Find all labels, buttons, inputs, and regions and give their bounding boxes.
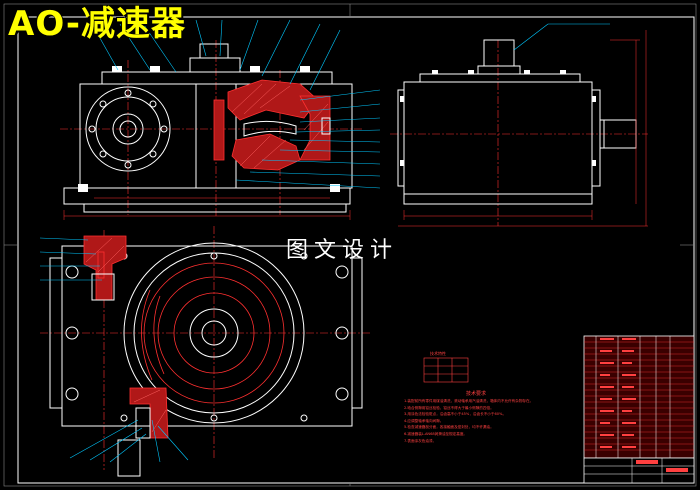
requirement-line: 2.啮合侧隙用铅丝检验，铅丝不得大于最小侧隙的四倍。 [404, 405, 494, 410]
technical-requirements-title: 技术要求 [466, 391, 487, 397]
requirement-line: 5.检查减速器剖分面，各接触面及密封处，均不许漏油。 [404, 425, 494, 430]
spec-table-title: 技术特性 [430, 351, 446, 356]
requirement-line: 3.用涂色法检验斑点，沿齿高不小于45%，沿齿长不小于60%。 [404, 412, 507, 417]
side-view-icon [390, 23, 648, 227]
front-section-view-icon [60, 19, 381, 220]
drawing-frame-icon [3, 3, 697, 487]
parts-list-icon [583, 335, 695, 484]
requirement-line: 6.减速器装L-AN68润滑油至规定高度。 [404, 431, 468, 436]
spec-table-icon [423, 357, 469, 383]
requirement-line: 7.表面涂灰色油漆。 [404, 438, 437, 443]
watermark-text: 图文设计 [286, 238, 399, 263]
requirement-line: 4.应调整轴承轴向间隙。 [404, 418, 444, 423]
top-section-view-icon [39, 226, 370, 477]
technical-requirements: 1.装配前所有零件用煤油清洗，滚动轴承用汽油清洗，箱体内不允许有杂物存在。 2.… [404, 398, 574, 444]
drawing-title: AO-减速器 [8, 4, 186, 44]
requirement-line: 1.装配前所有零件用煤油清洗，滚动轴承用汽油清洗，箱体内不允许有杂物存在。 [404, 399, 534, 403]
